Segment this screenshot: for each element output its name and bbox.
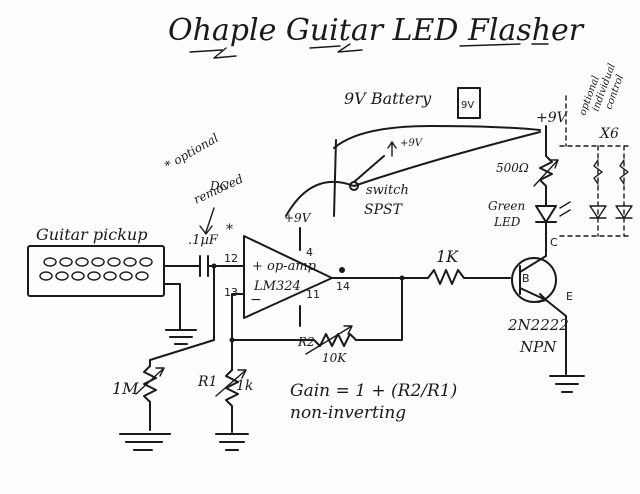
- resistor-r1: [225, 369, 239, 433]
- optional-leds: [589, 205, 633, 219]
- optional-dc-note-2: DC: [209, 179, 229, 193]
- green-led-label-2: LED: [493, 215, 521, 229]
- supply-right-label: +9V: [536, 110, 569, 126]
- green-led-label-1: Green: [488, 199, 525, 213]
- pin-11: 11: [306, 288, 320, 301]
- pin-c: C: [550, 236, 558, 249]
- gain-formula: Gain = 1 + (R2/R1): [290, 381, 457, 401]
- r2-value: 10K: [322, 351, 347, 365]
- wire-battery-to-opamp: [333, 139, 337, 217]
- switch-supply-label: +9V: [400, 138, 424, 149]
- green-led: [535, 205, 557, 223]
- ground-symbol-r1: [215, 433, 249, 451]
- pin-12: 12: [224, 252, 238, 265]
- pin-14: 14: [336, 280, 350, 293]
- wire-inverting-in: [231, 293, 245, 371]
- resistor-1m: [143, 365, 157, 431]
- switch-lever: [353, 155, 385, 183]
- note-arrow: [199, 207, 215, 235]
- opamp-output-dot: [339, 267, 345, 273]
- r500-value: 500Ω: [496, 161, 529, 175]
- wire-feedback: [355, 277, 403, 341]
- r2-name: R2: [297, 335, 315, 349]
- r1-value: 1k: [236, 378, 253, 394]
- battery-symbol-label: 9V: [461, 100, 474, 111]
- optional-dashed-bus: [559, 145, 631, 237]
- gain-mode: non-inverting: [290, 403, 406, 423]
- battery-label: 9V Battery: [344, 89, 432, 108]
- optional-dc-note-3: removed: [191, 171, 245, 206]
- cap-value-label: .1µF: [188, 233, 219, 248]
- switch-type-label: SPST: [364, 202, 404, 218]
- x6-label: X6: [599, 126, 619, 142]
- pickup-coils: [39, 257, 153, 281]
- optional-resistors: [593, 159, 629, 185]
- r1m-value: 1M: [112, 379, 139, 398]
- wire-emitter-gnd: [545, 299, 567, 375]
- pin-b: B: [522, 272, 530, 285]
- r500-wiper-arrow: [533, 159, 559, 187]
- r1m-wiper-arrow: [135, 367, 165, 395]
- led-light-arrows: [559, 201, 571, 217]
- resistor-r2: [231, 333, 357, 347]
- pin-4: 4: [306, 246, 313, 259]
- r2-wiper-arrow: [305, 325, 353, 355]
- switch-supply-arrow: [387, 141, 397, 157]
- opamp-label-1: + op-amp: [252, 259, 317, 274]
- cap-star: *: [226, 222, 233, 238]
- r1-wiper-arrow: [215, 369, 247, 397]
- optional-dc-note-1: * optional: [163, 131, 222, 173]
- wire-1m-bias: [149, 265, 215, 367]
- resistor-500: [539, 125, 553, 207]
- guitar-pickup-body: [27, 245, 165, 297]
- transistor-body: [511, 257, 557, 303]
- wire-battery-top: [333, 125, 541, 149]
- ground-symbol-emitter: [549, 375, 585, 393]
- switch-label: switch: [366, 183, 409, 198]
- wire-pickup-gnd: [163, 283, 181, 331]
- pin-e: E: [566, 290, 573, 303]
- transistor-leads: [519, 231, 547, 303]
- wire-switch-to-led: [285, 131, 541, 217]
- r1-name: R1: [197, 374, 217, 390]
- ground-symbol-1m: [119, 433, 171, 451]
- transistor-model: 2N2222: [507, 316, 569, 334]
- title-underline: [189, 43, 549, 59]
- resistor-1k: [427, 269, 511, 285]
- node-inverting: [229, 337, 235, 343]
- opamp-supply-label: +9V: [284, 211, 312, 225]
- opamp-minus-sign: −: [250, 292, 262, 308]
- diagram-title: Ohaple Guitar LED Flasher: [168, 13, 585, 48]
- ground-symbol-pickup: [165, 329, 197, 345]
- transistor-type: NPN: [519, 338, 557, 356]
- r1k-value: 1K: [436, 247, 459, 266]
- opamp-label-2: LM324: [253, 279, 301, 294]
- guitar-pickup-label: Guitar pickup: [36, 225, 147, 244]
- battery-symbol: [457, 87, 481, 119]
- opamp-triangle: [243, 235, 333, 319]
- pin-13: 13: [224, 286, 238, 299]
